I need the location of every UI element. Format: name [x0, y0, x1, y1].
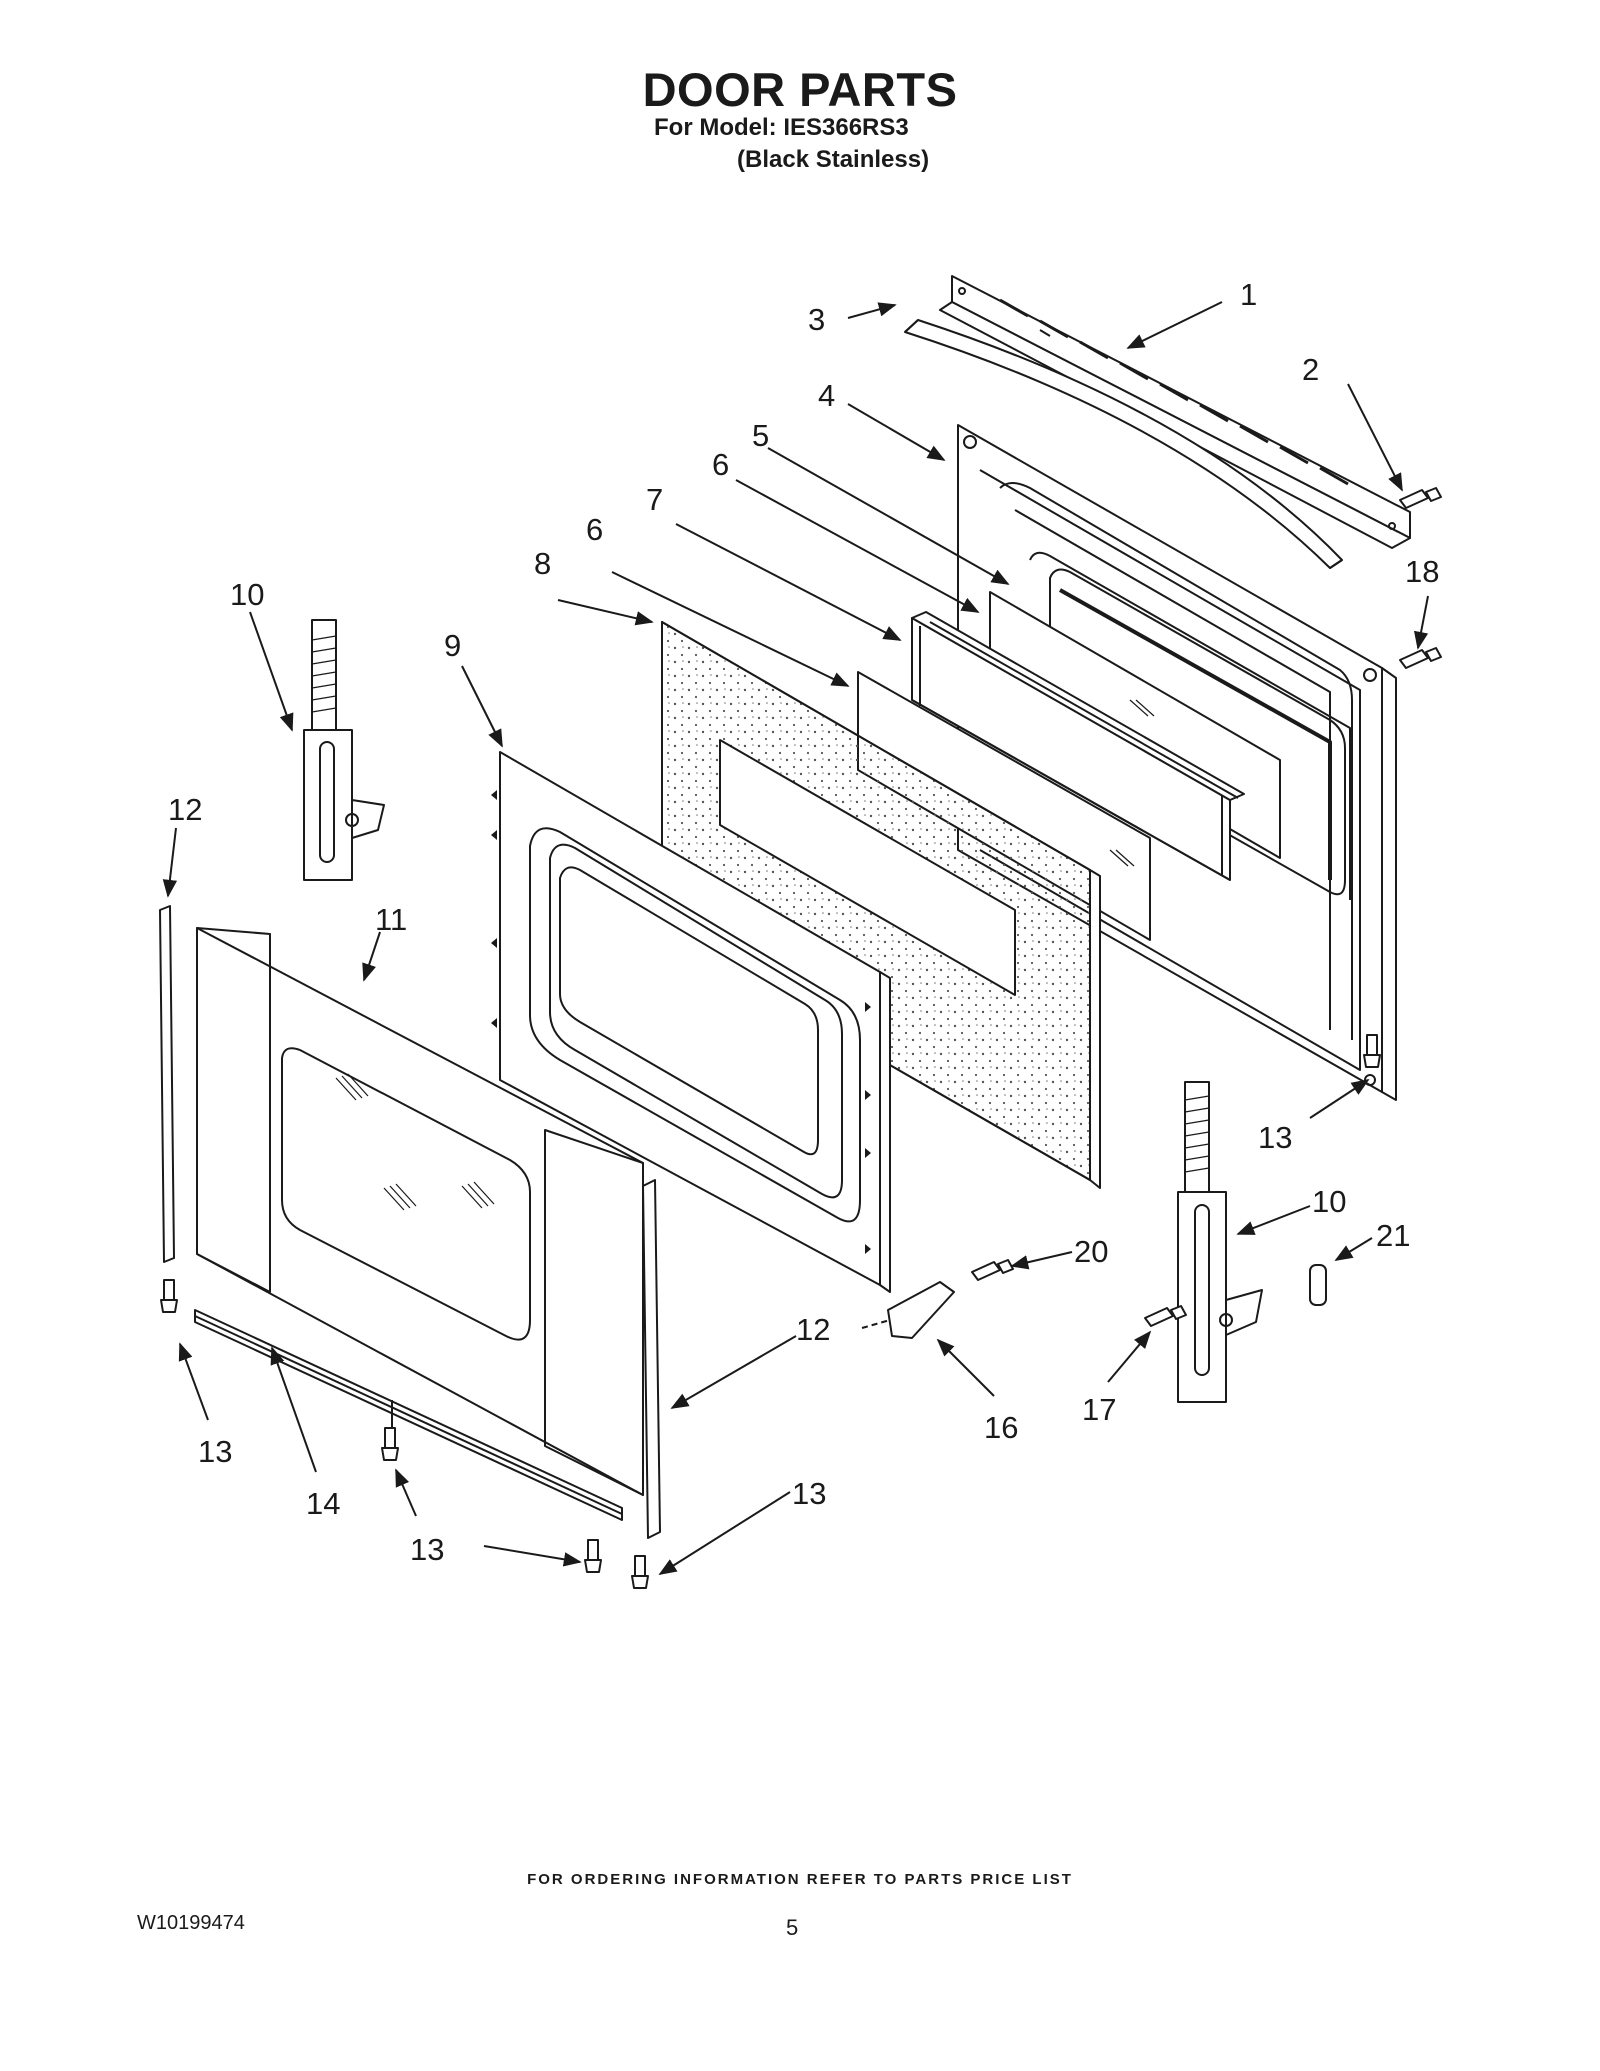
callout-16: 16 [984, 1410, 1018, 1445]
callout-13a: 13 [1258, 1120, 1292, 1155]
document-number: W10199474 [137, 1912, 245, 1934]
glass-pack-part [911, 611, 1245, 881]
callout-13d: 13 [410, 1532, 444, 1567]
callout-13c: 13 [792, 1476, 826, 1511]
callout-7: 7 [646, 482, 663, 517]
callout-2: 2 [1302, 352, 1319, 387]
side-trim-right-part [642, 1179, 661, 1539]
callout-18: 18 [1405, 554, 1439, 589]
screw-2 [1399, 487, 1442, 509]
screw-13-a [1363, 1034, 1381, 1068]
page-title: DOOR PARTS [642, 63, 958, 116]
callout-labels: 1 2 3 4 5 6 7 6 8 9 10 18 12 11 13 10 21… [168, 277, 1439, 1567]
callout-6a: 6 [712, 447, 729, 482]
callout-9: 9 [444, 628, 461, 663]
leader-lines [162, 301, 1429, 1575]
callout-13b: 13 [198, 1434, 232, 1469]
callout-12a: 12 [168, 792, 202, 827]
callout-17: 17 [1082, 1392, 1116, 1427]
model-line: For Model: IES366RS3 [654, 114, 909, 141]
clip-part [1309, 1264, 1327, 1306]
screw-13-e [631, 1555, 649, 1589]
screw-13-c [381, 1427, 399, 1461]
vent-trim-part [939, 275, 1411, 549]
callout-14: 14 [306, 1486, 340, 1521]
hinge-right-part [1177, 1081, 1263, 1403]
page-number: 5 [786, 1915, 799, 1940]
callout-5: 5 [752, 418, 769, 453]
bracket-part [861, 1281, 955, 1339]
screw-18 [1399, 647, 1442, 669]
callout-4: 4 [818, 378, 835, 413]
callout-6b: 6 [586, 512, 603, 547]
callout-8: 8 [534, 546, 551, 581]
callout-20: 20 [1074, 1234, 1108, 1269]
outer-door-part [196, 927, 644, 1496]
screw-13-b [160, 1279, 178, 1313]
inner-door-panel-part [491, 751, 891, 1293]
ordering-note: FOR ORDERING INFORMATION REFER TO PARTS … [527, 1871, 1073, 1888]
insulation-part [661, 621, 1101, 1189]
bottom-trim-part [194, 1309, 623, 1521]
handle-part [904, 319, 1343, 569]
callout-10a: 10 [230, 577, 264, 612]
callout-1: 1 [1240, 277, 1257, 312]
callout-3: 3 [808, 302, 825, 337]
callout-12b: 12 [796, 1312, 830, 1347]
screw-20 [971, 1259, 1014, 1281]
side-trim-left-part [159, 905, 175, 1263]
variant-line: (Black Stainless) [737, 146, 930, 173]
hinge-left-part [303, 619, 385, 881]
callout-10b: 10 [1312, 1184, 1346, 1219]
callout-11: 11 [375, 902, 407, 937]
screw-13-d [584, 1539, 602, 1573]
callout-21: 21 [1376, 1218, 1410, 1253]
screw-17 [1144, 1305, 1187, 1327]
